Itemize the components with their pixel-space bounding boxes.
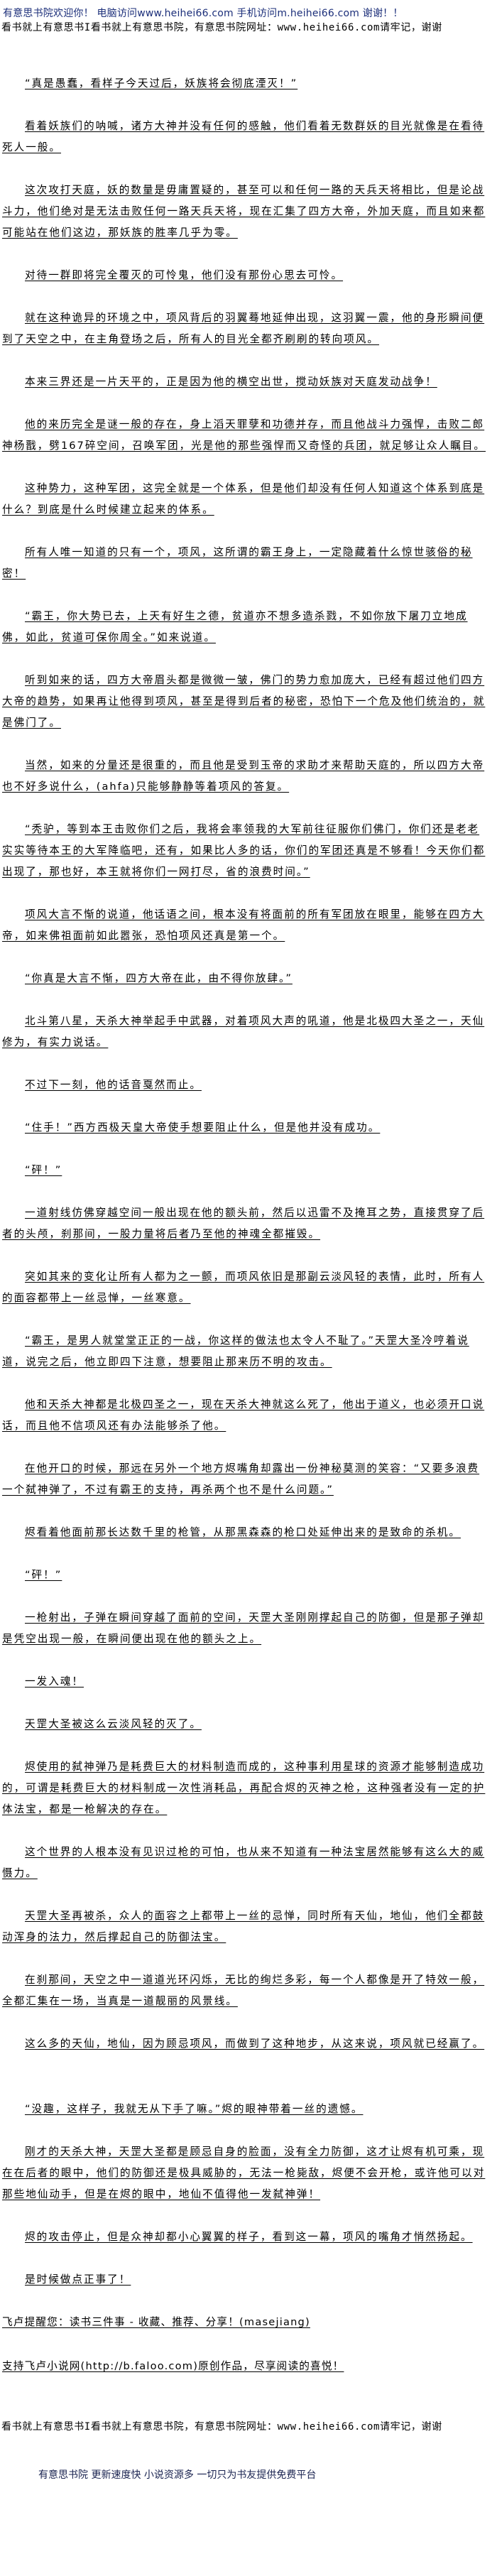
paragraph-text: “住手！”西方西极天皇大帝使手想要阻止什么，但是他并没有成功。 bbox=[25, 1121, 381, 1134]
paragraph-text: 一道射线仿佛穿越空间一般出现在他的额头前，然后以迅雷不及掩耳之势，直接贯穿了后者… bbox=[2, 1207, 485, 1240]
chapter-content: “真是愚蠢，看样子今天过后，妖族将会彻底湮灭！” 看着妖族们的呐喊，诸方大神并没有… bbox=[2, 73, 488, 2400]
chapter-paragraph: 听到如来的话，四方大帝眉头都是微微一皱，佛门的势力愈加庞大，已经有超过他们四方大… bbox=[2, 670, 488, 734]
chapter-paragraph: 天罡大圣被这么云淡风轻的灭了。 bbox=[2, 1714, 488, 1735]
paragraph-text: 是时候做点正事了！ bbox=[25, 2273, 131, 2286]
paragraph-text: 烬使用的弑神弹乃是耗费巨大的材料制造而成的，这种事利用星球的资源才能够制造成功的… bbox=[2, 1761, 486, 1815]
chapter-paragraph: 这次攻打天庭，妖的数量是毋庸置疑的，甚至可以和任何一路的天兵天将相比，但是论战斗… bbox=[2, 180, 488, 244]
paragraph-text: 这么多的天仙，地仙，因为顾忌项风，而做到了这种地步，从这来说，项风就已经赢了。 bbox=[25, 2038, 485, 2050]
chapter-paragraph: “秃驴，等到本王击败你们之后，我将会率领我的大军前往征服你们佛门，你们还是老老实… bbox=[2, 819, 488, 883]
chapter-paragraph: 突如其来的变化让所有人都为之一颤，而项风依旧是那副云淡风轻的表情，此时，所有人的… bbox=[2, 1266, 488, 1309]
paragraph-text: 在刹那间，天空之中一道道光环闪烁，无比的绚烂多彩，每一个人都像是开了特效一般，全… bbox=[2, 1974, 485, 2007]
paragraph-text: “你真是大言不惭，四方大帝在此，由不得你放肆。” bbox=[25, 972, 293, 984]
chapter-paragraph: 烬的攻击停止，但是众神却都小心翼翼的样子，看到这一幕，项风的嘴角才悄然扬起。 bbox=[2, 2227, 488, 2248]
paragraph-text: 这种势力，这种军团，这完全就是一个体系，但是他们却没有任何人知道这个体系到底是什… bbox=[2, 482, 485, 516]
paragraph-text: 这次攻打天庭，妖的数量是毋庸置疑的，甚至可以和任何一路的天兵天将相比，但是论战斗… bbox=[2, 184, 486, 239]
chapter-paragraph: “没趣，这样子，我就无从下手了嘛。”烬的眼神带着一丝的遗憾。 bbox=[2, 2099, 488, 2120]
chapter-paragraph: 在刹那间，天空之中一道道光环闪烁，无比的绚烂多彩，每一个人都像是开了特效一般，全… bbox=[2, 1969, 488, 2012]
chapter-paragraph: “霸王，你大势已去，上天有好生之德，贫道亦不想多造杀戮，不如你放下屠刀立地成佛，… bbox=[2, 606, 488, 648]
chapter-paragraph: 他的来历完全是谜一般的存在，身上滔天罪孽和功德并存，而且他战斗力强悍，击败二郎神… bbox=[2, 414, 488, 457]
paragraph-text: 所有人唯一知道的只有一个，项风，这所谓的霸王身上，一定隐藏着什么惊世骇俗的秘密！ bbox=[2, 546, 473, 580]
paragraph-text: 在他开口的时候，那远在另外一个地方烬嘴角却露出一份神秘莫测的笑容：“又要多浪费一… bbox=[2, 1462, 480, 1496]
faloo-reminder-note: 飞卢提醒您：读书三件事 - 收藏、推荐、分享！(masejiang) bbox=[2, 2316, 310, 2328]
paragraph-text: 他和天杀大神都是北极四圣之一，现在天杀大神就这么死了，他出于道义，也必须开口说话… bbox=[2, 1398, 485, 1432]
chapter-paragraph: “砰！” bbox=[2, 1565, 488, 1586]
chapter-paragraph: 这个世界的人根本没有见识过枪的可怕，也从来不知道有一种法宝居然能够有这么大的威慑… bbox=[2, 1842, 488, 1884]
chapter-paragraph: 就在这种诡异的环境之中，项风背后的羽翼蓦地延伸出现，这羽翼一震，他的身形瞬间便到… bbox=[2, 308, 488, 350]
chapter-paragraph: 烬看着他面前那长达数千里的枪管，从那黑森森的枪口处延伸出来的是致命的杀机。 bbox=[2, 1522, 488, 1543]
paragraph-text: 对待一群即将完全覆灭的可怜鬼，他们没有那份心思去可怜。 bbox=[25, 269, 344, 281]
paragraph-text: 突如其来的变化让所有人都为之一颤，而项风依旧是那副云淡风轻的表情，此时，所有人的… bbox=[2, 1271, 485, 1304]
chapter-paragraph: “你真是大言不惭，四方大帝在此，由不得你放肆。” bbox=[2, 968, 488, 989]
chapter-paragraph: 本来三界还是一片天平的，正是因为他的横空出世，搅动妖族对天庭发动战争！ bbox=[2, 371, 488, 393]
paragraph-text: 听到如来的话，四方大帝眉头都是微微一皱，佛门的势力愈加庞大，已经有超过他们四方大… bbox=[2, 674, 486, 729]
paragraph-text: 看着妖族们的呐喊，诸方大神并没有任何的感触，他们看着无数群妖的目光就像是在看待死… bbox=[2, 120, 485, 153]
paragraph-text: “没趣，这样子，我就无从下手了嘛。”烬的眼神带着一丝的遗憾。 bbox=[25, 2103, 364, 2115]
paragraph-text: 就在这种诡异的环境之中，项风背后的羽翼蓦地延伸出现，这羽翼一震，他的身形瞬间便到… bbox=[2, 312, 485, 345]
chapter-paragraph: 当然，如来的分量还是很重的，而且他是受到玉帝的求助才来帮助天庭的，所以四方大帝也… bbox=[2, 755, 488, 798]
paragraph-text: 项风大言不惭的说道，他话语之间，根本没有将面前的所有军团放在眼里，能够在四方大帝… bbox=[2, 908, 485, 942]
chapter-paragraph: 在他开口的时候，那远在另外一个地方烬嘴角却露出一份神秘莫测的笑容：“又要多浪费一… bbox=[2, 1458, 488, 1501]
paragraph-text: “砰！” bbox=[25, 1164, 62, 1176]
chapter-paragraph: 一枪射出，子弹在瞬间穿越了面前的空间，天罡大圣刚刚撑起自己的防御，但是那子弹却是… bbox=[2, 1607, 488, 1650]
paragraph-text: 天罡大圣被这么云淡风轻的灭了。 bbox=[25, 1718, 202, 1730]
chapter-paragraph: 对待一群即将完全覆灭的可怜鬼，他们没有那份心思去可怜。 bbox=[2, 265, 488, 286]
chapter-paragraph: “住手！”西方西极天皇大帝使手想要阻止什么，但是他并没有成功。 bbox=[2, 1117, 488, 1138]
chapter-paragraph: 一发入魂！ bbox=[2, 1671, 488, 1692]
chapter-paragraph: 北斗第八星，天杀大神举起手中武器，对着项风大声的吼道，他是北极四大圣之一，天仙修… bbox=[2, 1011, 488, 1053]
chapter-paragraph: 这种势力，这种军团，这完全就是一个体系，但是他们却没有任何人知道这个体系到底是什… bbox=[2, 478, 488, 521]
paragraph-text: “秃驴，等到本王击败你们之后，我将会率领我的大军前往征服你们佛门，你们还是老老实… bbox=[2, 823, 486, 878]
chapter-paragraph: 他和天杀大神都是北极四圣之一，现在天杀大神就这么死了，他出于道义，也必须开口说话… bbox=[2, 1394, 488, 1437]
paragraph-text: 一发入魂！ bbox=[25, 1675, 84, 1688]
site-address-notice: 看书就上有意思书I看书就上有意思书院，有意思书院网址：www.heihei66.… bbox=[1, 22, 442, 33]
paragraph-text: 烬看着他面前那长达数千里的枪管，从那黑森森的枪口处延伸出来的是致命的杀机。 bbox=[25, 1526, 461, 1538]
paragraph-text: 烬的攻击停止，但是众神却都小心翼翼的样子，看到这一幕，项风的嘴角才悄然扬起。 bbox=[25, 2231, 473, 2243]
chapter-paragraph: 刚才的天杀大神，天罡大圣都是顾忌自身的脸面，没有全力防御，这才让烬有机可乘，现在… bbox=[2, 2141, 488, 2205]
chapter-paragraph: 烬使用的弑神弹乃是耗费巨大的材料制造而成的，这种事利用星球的资源才能够制造成功的… bbox=[2, 1756, 488, 1820]
paragraph-text: 他的来历完全是谜一般的存在，身上滔天罪孽和功德并存，而且他战斗力强悍，击败二郎神… bbox=[2, 418, 486, 452]
paragraph-text: 一枪射出，子弹在瞬间穿越了面前的空间，天罡大圣刚刚撑起自己的防御，但是那子弹却是… bbox=[2, 1612, 485, 1645]
paragraph-text: 本来三界还是一片天平的，正是因为他的横空出世，搅动妖族对天庭发动战争！ bbox=[25, 376, 437, 388]
paragraph-text: 这个世界的人根本没有见识过枪的可怕，也从来不知道有一种法宝居然能够有这么大的威慑… bbox=[2, 1846, 485, 1879]
site-welcome-banner: 有意思书院欢迎你！ 电脑访问www.heihei66.com 手机访问m.hei… bbox=[3, 8, 403, 19]
chapter-paragraph: 不过下一刻，他的话音戛然而止。 bbox=[2, 1075, 488, 1096]
paragraph-text: “霸王，是男人就堂堂正正的一战，你这样的做法也太令人不耻了。”天罡大圣冷哼着说道… bbox=[2, 1335, 469, 1368]
paragraph-text: “砰！” bbox=[25, 1569, 62, 1581]
footer-site-address-notice: 看书就上有意思书I看书就上有意思书院，有意思书院网址：www.heihei66.… bbox=[1, 2421, 442, 2433]
footer-tagline: 有意思书院 更新速度快 小说资源多 一切只为书友提供免费平台 bbox=[38, 2469, 317, 2481]
chapter-paragraph: “砰！” bbox=[2, 1160, 488, 1181]
chapter-paragraph: “霸王，是男人就堂堂正正的一战，你这样的做法也太令人不耻了。”天罡大圣冷哼着说道… bbox=[2, 1330, 488, 1373]
paragraph-text: 北斗第八星，天杀大神举起手中武器，对着项风大声的吼道，他是北极四大圣之一，天仙修… bbox=[2, 1015, 485, 1048]
chapter-paragraph: 天罡大圣再被杀，众人的面容之上都带上一丝的忌惮，同时所有天仙，地仙，他们全都鼓动… bbox=[2, 1906, 488, 1948]
paragraph-text: 当然，如来的分量还是很重的，而且他是受到玉帝的求助才来帮助天庭的，所以四方大帝也… bbox=[2, 759, 485, 793]
chapter-paragraph: 看着妖族们的呐喊，诸方大神并没有任何的感触，他们看着无数群妖的目光就像是在看待死… bbox=[2, 116, 488, 158]
chapter-paragraph: 项风大言不惭的说道，他话语之间，根本没有将面前的所有军团放在眼里，能够在四方大帝… bbox=[2, 904, 488, 947]
paragraph-text: “真是愚蠢，看样子今天过后，妖族将会彻底湮灭！” bbox=[25, 77, 298, 89]
chapter-paragraph: “真是愚蠢，看样子今天过后，妖族将会彻底湮灭！” bbox=[2, 73, 488, 94]
chapter-paragraph: 是时候做点正事了！ bbox=[2, 2269, 488, 2290]
chapter-paragraph: 这么多的天仙，地仙，因为顾忌项风，而做到了这种地步，从这来说，项风就已经赢了。 bbox=[2, 2033, 488, 2055]
paragraph-text: 刚才的天杀大神，天罡大圣都是顾忌自身的脸面，没有全力防御，这才让烬有机可乘，现在… bbox=[2, 2146, 486, 2200]
chapter-paragraph: 所有人唯一知道的只有一个，项风，这所谓的霸王身上，一定隐藏着什么惊世骇俗的秘密！ bbox=[2, 542, 488, 585]
chapter-paragraph: 一道射线仿佛穿越空间一般出现在他的额头前，然后以迅雷不及掩耳之势，直接贯穿了后者… bbox=[2, 1202, 488, 1245]
paragraph-text: “霸王，你大势已去，上天有好生之德，贫道亦不想多造杀戮，不如你放下屠刀立地成佛，… bbox=[2, 610, 468, 643]
faloo-support-note: 支持飞卢小说网(http://b.faloo.com)原创作品，尽享阅读的喜悦！ bbox=[2, 2360, 344, 2372]
paragraph-text: 不过下一刻，他的话音戛然而止。 bbox=[25, 1079, 202, 1091]
paragraph-text: 天罡大圣再被杀，众人的面容之上都带上一丝的忌惮，同时所有天仙，地仙，他们全都鼓动… bbox=[2, 1910, 485, 1943]
